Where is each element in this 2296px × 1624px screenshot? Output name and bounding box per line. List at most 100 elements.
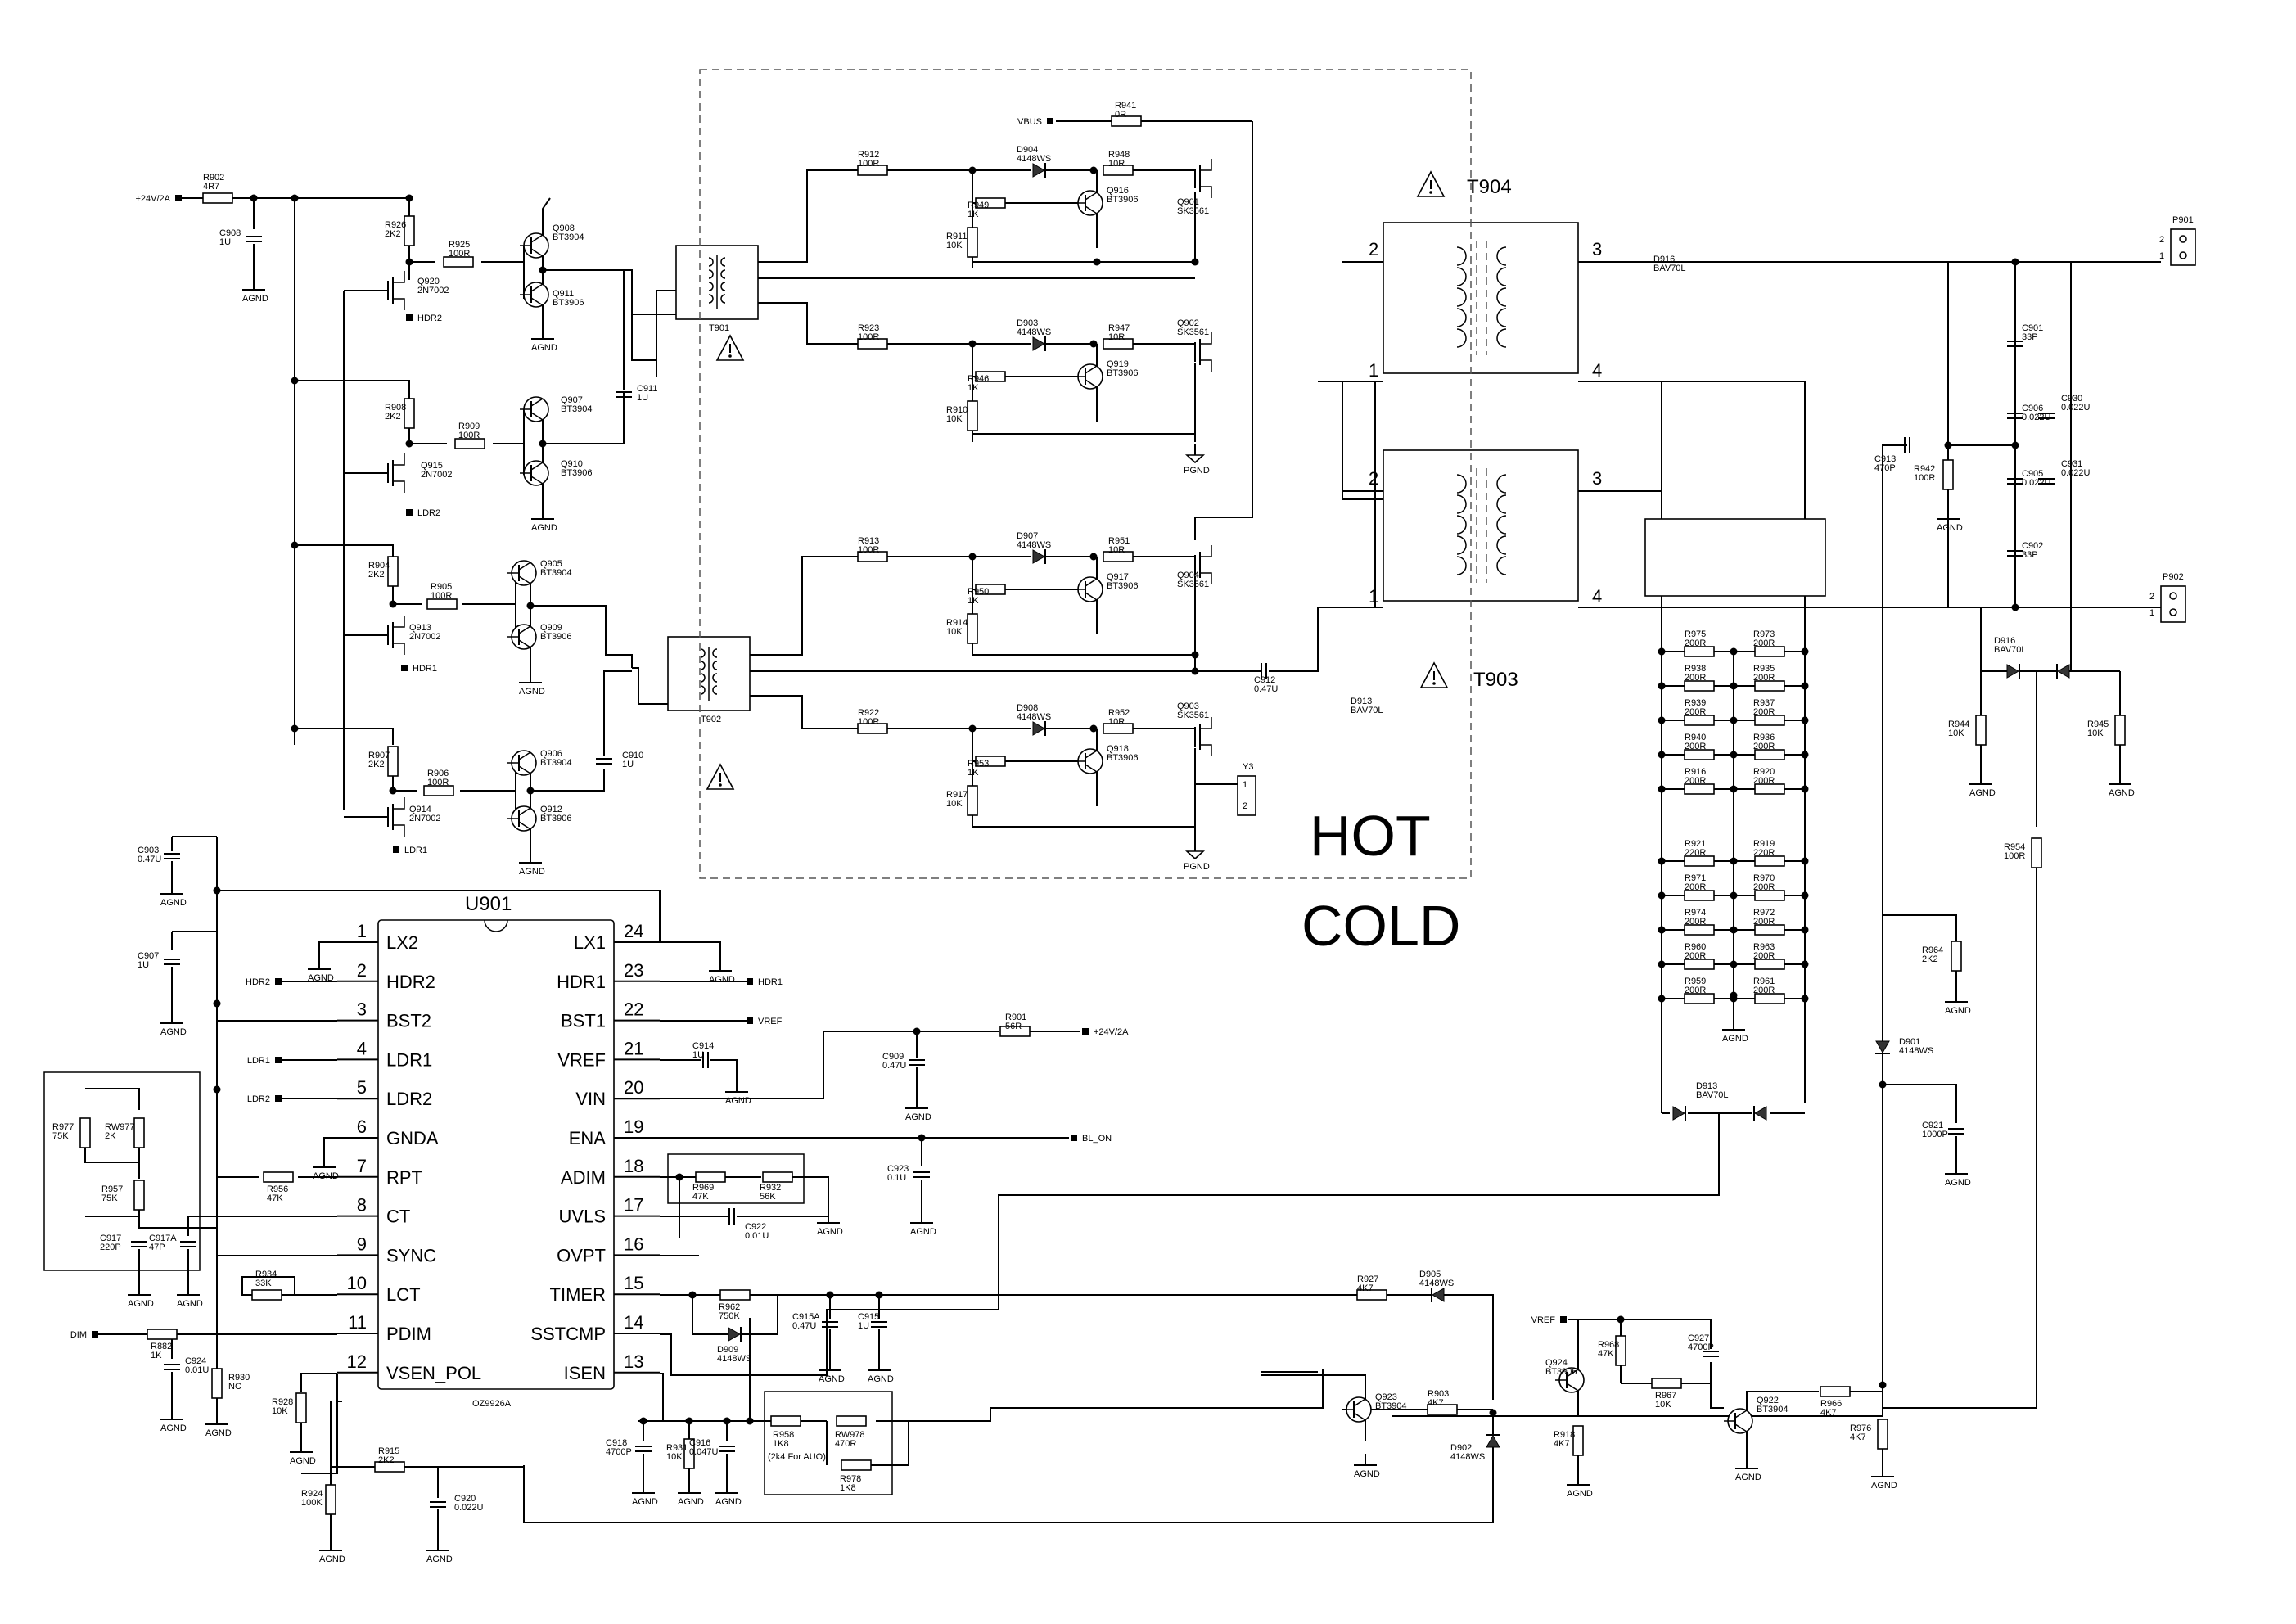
capacitor-ref: C922	[745, 1222, 766, 1232]
resistor-value: 100R	[858, 545, 879, 555]
capacitor-value: 470P	[1874, 463, 1896, 473]
resistor	[967, 400, 978, 431]
net-port	[175, 195, 182, 201]
resistor-ref: R908	[385, 403, 406, 413]
diode-ref: D916	[1653, 255, 1675, 264]
resistor	[1684, 959, 1715, 970]
junction-dot	[2011, 258, 2019, 266]
capacitor-value: 220P	[100, 1243, 121, 1252]
diode	[1486, 1434, 1500, 1448]
resistor-value: 10K	[946, 627, 963, 637]
transistor-collector	[1085, 750, 1098, 759]
resistor-value: 200R	[1685, 917, 1706, 927]
ic-pin-name: ENA	[569, 1128, 607, 1148]
wire	[84, 1148, 140, 1163]
wire	[1621, 1319, 1712, 1349]
capacitor-ref: C909	[882, 1052, 904, 1062]
capacitor-value: 0.022U	[2061, 468, 2091, 478]
resistor-ref: R916	[1685, 767, 1706, 777]
resistor-ref: R949	[968, 201, 989, 210]
resistor	[443, 256, 474, 268]
resistor-ref: R922	[858, 708, 879, 718]
capacitor-ref: C913	[1874, 454, 1896, 464]
resistor-value: 1K	[968, 596, 979, 606]
resistor-ref: R930	[228, 1373, 250, 1383]
junction-dots	[213, 166, 2019, 1425]
wire	[1883, 1084, 1957, 1123]
resistor-ref: R914	[946, 618, 968, 628]
resistor-value: 200R	[1685, 638, 1706, 648]
transistor-ref: Q904	[1177, 571, 1199, 580]
resistor-ref: R882	[151, 1342, 172, 1351]
t904-pin: 4	[1592, 360, 1602, 381]
transistor-value: BT3904	[561, 404, 593, 414]
wire	[792, 1176, 829, 1211]
hot-zone-border	[699, 69, 1472, 879]
isen-box	[764, 1391, 893, 1495]
ic-pin-name: LDR1	[386, 1049, 432, 1070]
resistor	[770, 1415, 801, 1427]
coil-arc	[700, 685, 706, 695]
resistor-value: 1K	[151, 1351, 162, 1360]
coil-arc	[708, 269, 714, 279]
resistor	[1103, 165, 1134, 176]
resistor-ref: R967	[1655, 1391, 1676, 1401]
transistor-value: BT3904	[1757, 1405, 1789, 1414]
resistor-value: 47K	[692, 1192, 709, 1202]
junction-dot	[675, 1173, 683, 1181]
resistor-value: 470R	[835, 1439, 856, 1449]
net-ldr1-q: LDR1	[404, 846, 427, 855]
resistor-ref: R968	[1598, 1340, 1619, 1350]
net-port	[406, 314, 413, 321]
net-24v-out: +24V/2A	[1094, 1027, 1129, 1037]
transistor-ref: Q918	[1107, 744, 1129, 754]
resistor-ref: R947	[1108, 323, 1130, 333]
coil-arc	[1456, 267, 1467, 286]
capacitor-value: 4700P	[606, 1447, 632, 1457]
net-port	[1082, 1028, 1089, 1035]
resistor-ref: R919	[1753, 839, 1775, 849]
ground-label: AGND	[519, 687, 545, 697]
mosfet-source	[393, 480, 405, 493]
ground-label: AGND	[519, 867, 545, 877]
connector	[2160, 585, 2186, 623]
transistor-collector	[530, 398, 544, 407]
resistor	[2031, 837, 2042, 868]
transistor-value: SK3561	[1177, 206, 1209, 216]
resistor-value: 4K7	[1820, 1408, 1837, 1418]
coil-arc	[1456, 474, 1467, 494]
resistor-value: 1K	[968, 210, 979, 219]
coil-arc	[712, 648, 718, 658]
y3-ref: Y3	[1243, 762, 1253, 772]
resistor	[1684, 749, 1715, 760]
ic-pin-number: 11	[348, 1312, 367, 1333]
ic-pin-name: LX2	[386, 932, 418, 953]
net-port	[747, 1017, 753, 1024]
resistor	[251, 1289, 282, 1301]
resistor-ref: R911	[946, 232, 967, 241]
net-port	[747, 978, 753, 985]
capacitor-ref: C930	[2061, 394, 2082, 404]
resistor	[975, 584, 1006, 595]
resistor-ref: R944	[1948, 720, 1969, 729]
mosfet-drain	[1200, 545, 1212, 557]
capacitor-ref: C921	[1922, 1121, 1943, 1130]
connector-pin-label: 1	[2159, 251, 2164, 261]
resistor-value: 100R	[1914, 473, 1935, 483]
resistor	[1684, 680, 1715, 692]
transistor-ref: Q905	[540, 559, 562, 569]
junction-dot	[291, 377, 299, 385]
resistor-value: 200R	[1753, 638, 1775, 648]
resistor-ref: R960	[1685, 942, 1706, 952]
net-port	[275, 1095, 282, 1102]
transistor-value: BT3904	[540, 758, 572, 768]
diode-ref: D909	[717, 1345, 738, 1355]
resistor-value: 200R	[1753, 882, 1775, 892]
ic-pin-name: OVPT	[557, 1245, 606, 1265]
resistor	[1572, 1425, 1584, 1456]
coil-arc	[720, 282, 726, 291]
junction-dot	[1617, 1315, 1625, 1324]
diode-ref: D905	[1419, 1270, 1441, 1279]
mosfet-drain	[393, 453, 405, 466]
net-port	[1560, 1316, 1567, 1323]
